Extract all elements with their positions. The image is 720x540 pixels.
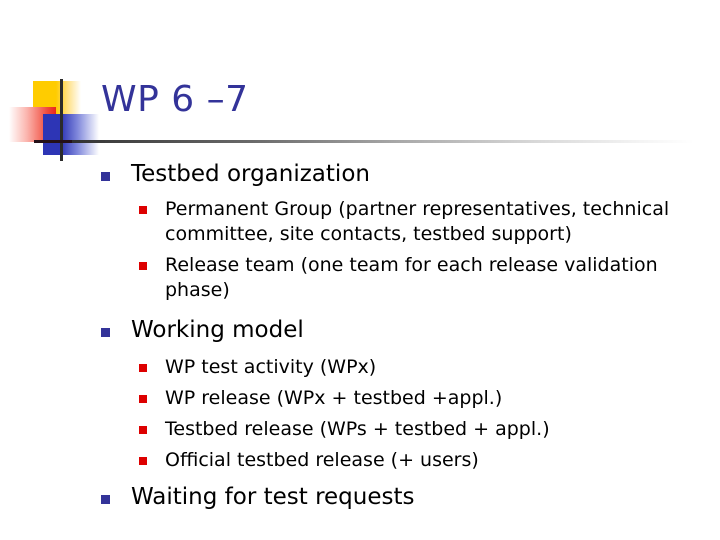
logo-vertical-rule xyxy=(60,79,63,161)
square-bullet-icon xyxy=(101,328,110,337)
logo-blue-square xyxy=(43,114,99,155)
bullet-item-level2: Permanent Group (partner representatives… xyxy=(0,197,720,247)
bullet-item-level2: Testbed release (WPs + testbed + appl.) xyxy=(0,417,720,442)
bullet-item-level1: Testbed organization xyxy=(0,160,720,189)
square-bullet-icon xyxy=(139,364,147,372)
slide-title: WP 6 –7 xyxy=(101,79,249,120)
decorative-logo-mark xyxy=(0,55,694,161)
square-bullet-icon xyxy=(139,395,147,403)
bullet-text: Permanent Group (partner representatives… xyxy=(165,198,670,245)
spacer xyxy=(0,189,720,195)
bullet-text: Release team (one team for each release … xyxy=(165,254,658,301)
square-bullet-icon xyxy=(101,172,110,181)
square-bullet-icon xyxy=(139,206,147,214)
bullet-item-level1: Working model xyxy=(0,316,720,345)
bullet-text: Working model xyxy=(131,317,304,343)
spacer xyxy=(0,303,720,316)
square-bullet-icon xyxy=(139,262,147,270)
bullet-text: WP release (WPx + testbed +appl.) xyxy=(165,387,503,409)
bullet-item-level2: WP release (WPx + testbed +appl.) xyxy=(0,386,720,411)
bullet-item-level1: Waiting for test requests xyxy=(0,483,720,512)
bullet-text: Testbed organization xyxy=(131,161,370,187)
square-bullet-icon xyxy=(101,495,110,504)
slide-body: Testbed organization Permanent Group (pa… xyxy=(0,160,720,512)
square-bullet-icon xyxy=(139,457,147,465)
bullet-text: Testbed release (WPs + testbed + appl.) xyxy=(165,418,550,440)
bullet-text: WP test activity (WPx) xyxy=(165,356,377,378)
bullet-text: Official testbed release (+ users) xyxy=(165,449,479,471)
title-horizontal-rule xyxy=(34,140,694,143)
bullet-item-level2: Release team (one team for each release … xyxy=(0,253,720,303)
bullet-item-level2: WP test activity (WPx) xyxy=(0,355,720,380)
title-horizontal-rule-cap xyxy=(34,140,72,143)
spacer xyxy=(0,473,720,483)
spacer xyxy=(0,345,720,355)
square-bullet-icon xyxy=(139,426,147,434)
bullet-text: Waiting for test requests xyxy=(131,484,415,510)
bullet-item-level2: Official testbed release (+ users) xyxy=(0,448,720,473)
